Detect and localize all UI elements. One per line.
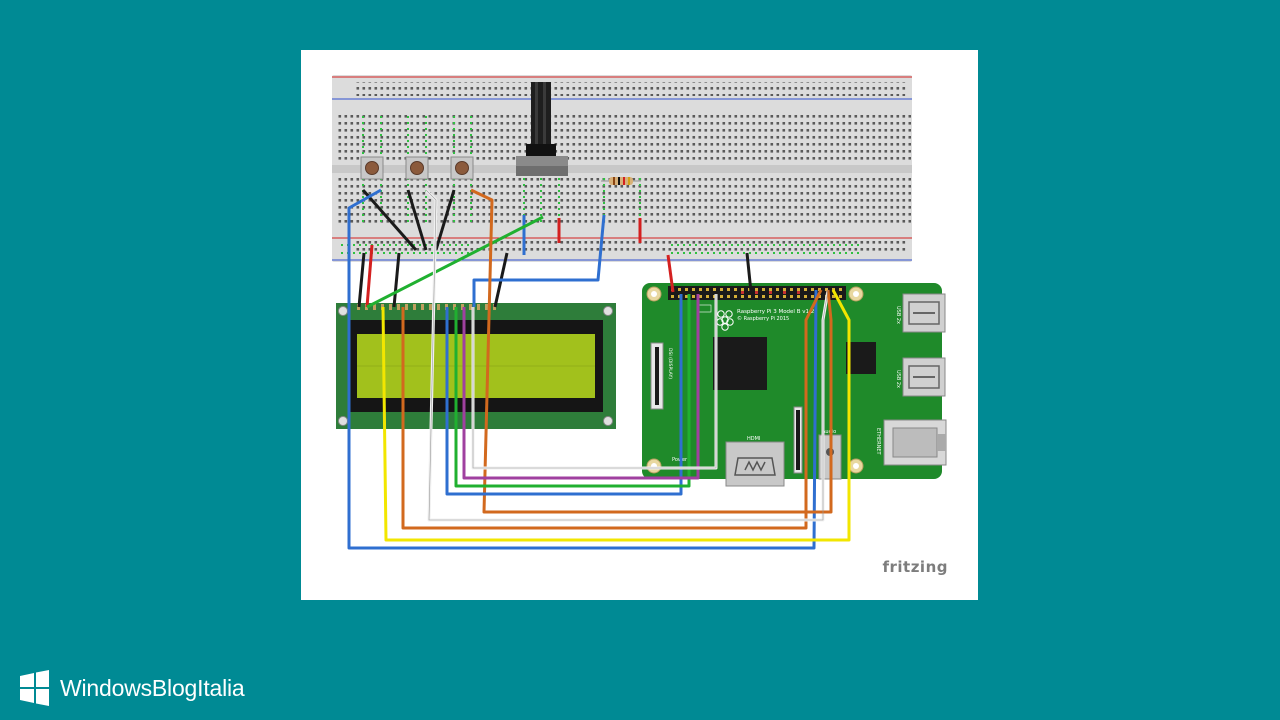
push-button-2 xyxy=(405,156,429,180)
pi-ethernet-label: ETHERNET xyxy=(875,428,881,456)
pi-display-label: DSI (DISPLAY) xyxy=(667,348,673,379)
fritzing-watermark: fritzing xyxy=(882,558,948,576)
push-button-3 xyxy=(450,156,474,180)
lcd-module xyxy=(336,303,616,429)
circuit-diagram: Raspberry Pi 3 Model B v1.2 © Raspberry … xyxy=(332,75,947,550)
usb-port-1 xyxy=(902,293,946,333)
potentiometer xyxy=(516,82,568,176)
brand-logo: WindowsBlogItalia xyxy=(18,668,245,708)
pi-copyright-label: © Raspberry Pi 2015 xyxy=(737,315,789,322)
pi-usb1-label: USB 2x xyxy=(895,306,901,324)
brand-name: WindowsBlogItalia xyxy=(60,674,245,701)
pi-usb2-label: USB 2x xyxy=(895,370,901,388)
pi-hdmi-label: HDMI xyxy=(747,436,760,442)
ethernet-port xyxy=(883,419,947,466)
windows-logo-icon xyxy=(20,670,49,706)
usb-port-2 xyxy=(902,357,946,397)
resistor xyxy=(601,177,641,185)
push-button-1 xyxy=(360,156,384,180)
active-columns xyxy=(362,116,641,225)
pi-audio-label: Audio xyxy=(822,429,836,435)
pi-model-label: Raspberry Pi 3 Model B v1.2 xyxy=(737,309,814,315)
breadboard xyxy=(332,75,912,262)
diagram-card: Raspberry Pi 3 Model B v1.2 © Raspberry … xyxy=(301,50,978,600)
raspberry-logo-icon xyxy=(716,310,734,331)
